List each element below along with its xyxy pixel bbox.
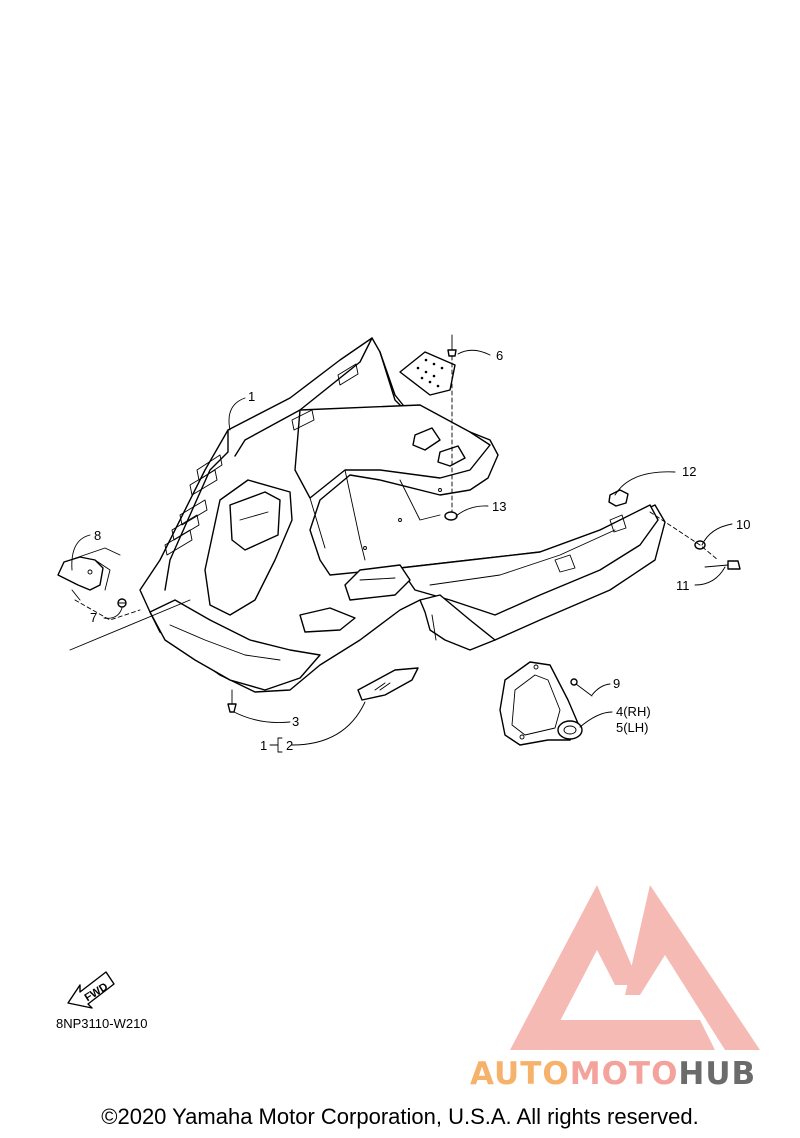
callout-10: 10 [736, 517, 750, 532]
decal-part [357, 667, 419, 701]
callout-1-top: 1 [248, 389, 255, 404]
watermark-brand-text: AUTOMOTOHUB [470, 1056, 756, 1092]
fwd-arrow-icon: FWD [67, 971, 115, 1009]
watermark-text-auto: AUTO [470, 1056, 570, 1092]
callout-1-bottom: 1 [260, 738, 267, 753]
washer-part-13 [444, 511, 458, 521]
copyright-notice: ©2020 Yamaha Motor Corporation, U.S.A. A… [101, 1104, 699, 1129]
vent-grille-left [164, 363, 359, 556]
perforated-plate-part [399, 351, 456, 396]
screw-part-3 [227, 689, 237, 713]
callout-6: 6 [496, 348, 503, 363]
screw-part-9 [570, 678, 593, 697]
diagram-code: 8NP3110-W210 [56, 1016, 148, 1031]
callout-3: 3 [292, 714, 299, 729]
leader-lines [71, 349, 733, 753]
callout-7: 7 [90, 610, 97, 625]
nut-part-12 [608, 489, 629, 507]
callout-9: 9 [613, 676, 620, 691]
front-cowl-body [139, 337, 666, 693]
fastener-part-6 [447, 334, 457, 513]
watermark-text-hub: HUB [678, 1056, 757, 1092]
callout-2: 2 [286, 738, 293, 753]
watermark-logo [510, 885, 760, 1050]
callout-4-rh: 4(RH) [616, 704, 651, 719]
callout-8: 8 [94, 528, 101, 543]
bracket-part-8 [57, 547, 191, 651]
screw-part-7 [117, 598, 127, 608]
callout-labels: 1 6 12 13 8 10 7 11 9 4(RH) 5(LH) 3 1 2 [90, 348, 750, 753]
bolt-part-11 [649, 511, 741, 570]
duct-part-4-5 [499, 661, 583, 746]
callout-5-lh: 5(LH) [616, 720, 649, 735]
callout-11: 11 [676, 578, 690, 593]
callout-13: 13 [492, 499, 506, 514]
callout-12: 12 [682, 464, 696, 479]
watermark-text-moto: MOTO [569, 1056, 679, 1092]
